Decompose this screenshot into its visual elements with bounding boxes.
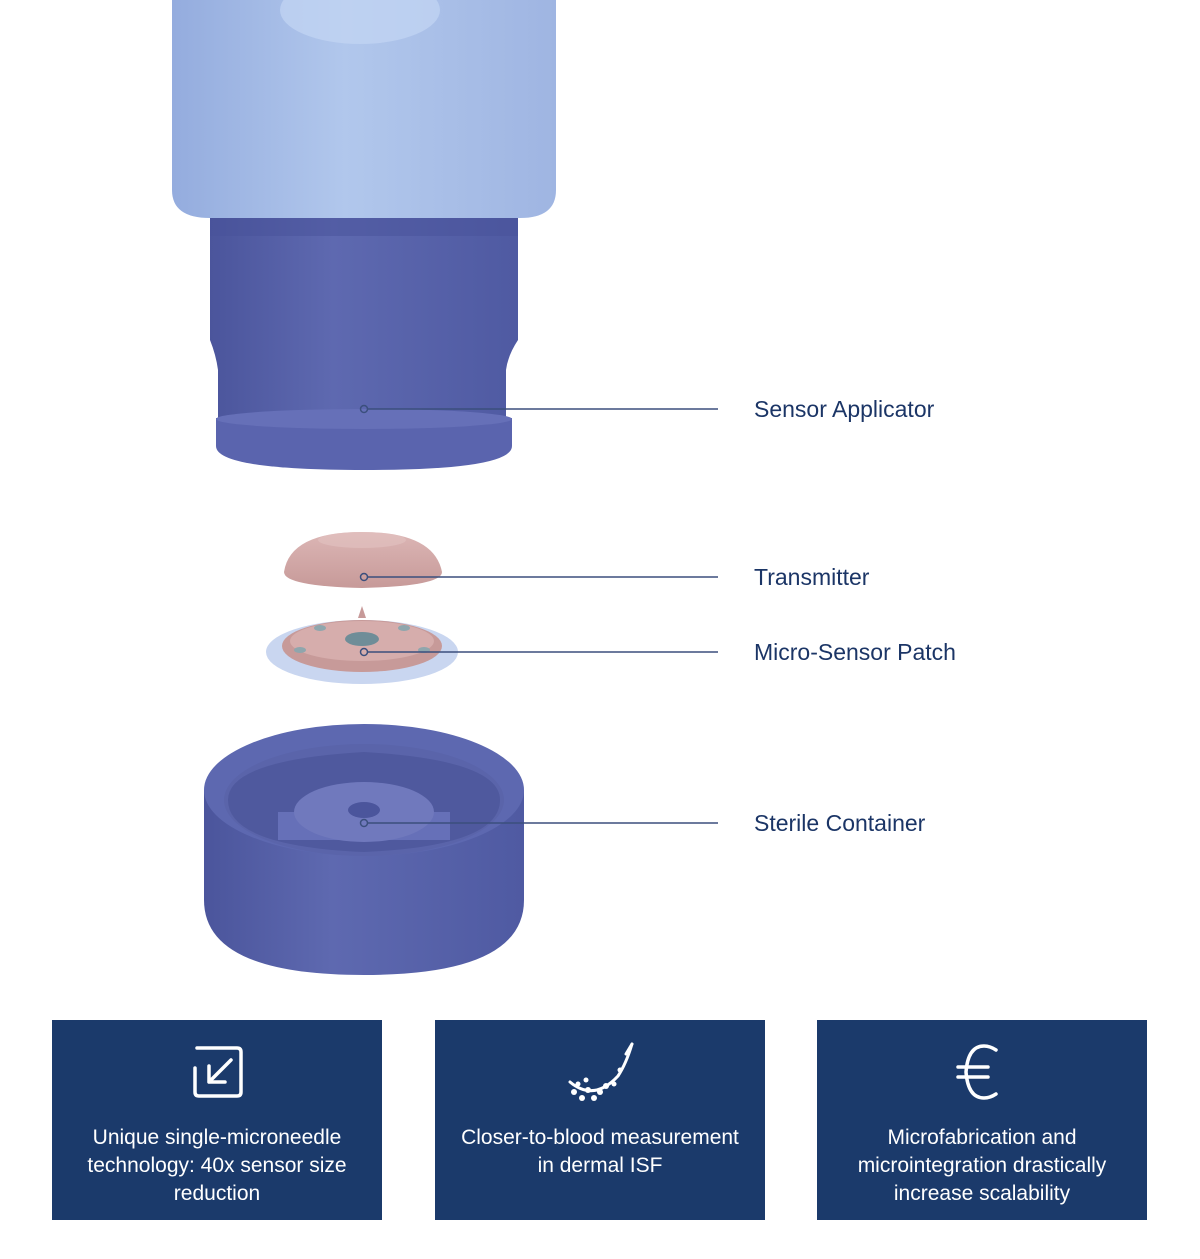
callout-dot-container (359, 818, 369, 828)
transmitter (284, 532, 442, 588)
micro-sensor-patch (266, 606, 458, 684)
label-sensor-applicator: Sensor Applicator (754, 396, 935, 422)
arrow-into-box-icon (52, 1040, 382, 1104)
feature-text-dermal-isf: Closer-to-blood measurement in dermal IS… (461, 1126, 739, 1177)
feature-card-dermal-isf: Closer-to-blood measurement in dermal IS… (435, 1020, 765, 1220)
label-micro-sensor-patch: Micro-Sensor Patch (754, 639, 956, 665)
feature-text-scalability: Microfabrication and microintegration dr… (857, 1126, 1107, 1205)
callout-dot-transmitter (359, 572, 369, 582)
feature-cards: Unique single-microneedle technology: 40… (0, 1020, 1200, 1220)
sterile-container (204, 724, 524, 975)
feature-card-scalability: Microfabrication and microintegration dr… (817, 1020, 1147, 1220)
label-sterile-container: Sterile Container (754, 810, 926, 836)
feature-card-size-reduction: Unique single-microneedle technology: 40… (52, 1020, 382, 1220)
device-exploded-diagram (172, 0, 718, 975)
callout-dot-applicator (359, 404, 369, 414)
feature-text-size-reduction: Unique single-microneedle technology: 40… (87, 1126, 347, 1205)
sensor-applicator (172, 0, 556, 470)
label-transmitter: Transmitter (754, 564, 870, 590)
euro-icon (817, 1040, 1147, 1104)
callout-dot-patch (359, 647, 369, 657)
dermal-isf-curve-icon (435, 1040, 765, 1104)
